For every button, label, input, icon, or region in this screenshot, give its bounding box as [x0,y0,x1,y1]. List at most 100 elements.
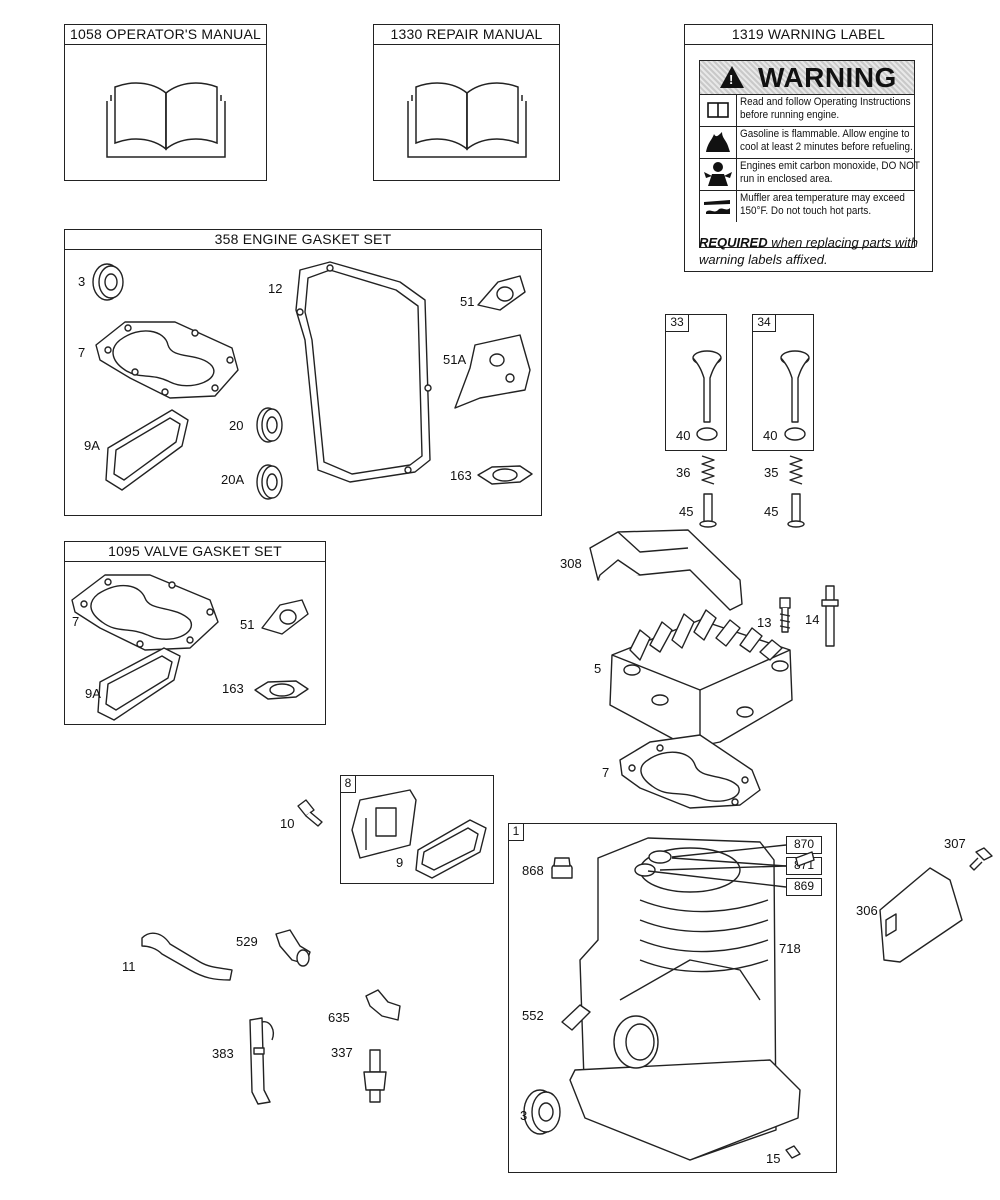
warning-label-title: 1319 WARNING LABEL [685,25,932,45]
side-plate-part [879,867,963,963]
warning-row: Engines emit carbon monoxide, DO NOT run… [700,158,920,191]
valve-box-34 [752,314,814,451]
oil-seal-part [523,1089,561,1135]
exhaust-gasket-part [477,465,533,485]
callout-20: 20 [229,418,244,433]
book-icon [407,82,527,158]
valve-part [692,350,722,441]
seal-part [256,464,283,500]
fitting-part [365,989,401,1021]
callout-868: 868 [522,863,544,878]
warning-label-box: 1319 WARNING LABEL ! WARNING Read and fo… [684,24,933,272]
warning-footer: REQUIRED when replacing parts with warni… [699,235,918,267]
seal-part [256,407,283,443]
cylinder-head-part [609,609,793,749]
shield-gasket-part [454,334,531,409]
warning-row: Read and follow Operating Instructions b… [700,94,914,127]
tappet-part [787,493,805,528]
callout-51: 51 [460,294,475,309]
callout-45: 45 [679,504,694,519]
callout-3: 3 [78,274,86,289]
screw-part [297,799,323,827]
spring-part [789,455,803,485]
elbow-part [275,929,311,967]
tag-870: 870 [786,836,822,854]
callout-308: 308 [560,556,582,571]
tappet-part [699,493,717,528]
callout-11: 11 [122,959,136,974]
book-icon [700,94,737,126]
callout-40: 40 [763,428,778,443]
warning-row-text: Muffler area temperature may exceed 150°… [740,192,905,217]
callout-40: 40 [676,428,691,443]
fumes-icon [700,158,737,190]
engine-gasket-set-title: 358 ENGINE GASKET SET [65,230,541,250]
callout-20a: 20A [221,472,245,487]
hot-muffler-icon [700,190,737,222]
callout-51: 51 [240,617,255,632]
screw-part [969,847,993,871]
dipstick-tube-part [141,932,233,981]
small-gasket-part [261,599,309,635]
spring-part [701,455,715,485]
callout-45: 45 [764,504,779,519]
callout-35: 35 [764,465,779,480]
callout-5: 5 [594,661,602,676]
head-gasket-part [71,574,219,651]
flame-icon [700,126,737,158]
callout-635: 635 [328,1010,350,1025]
bolt-part [779,597,791,633]
callout-552: 552 [522,1008,544,1023]
spark-plug-part [363,1049,387,1103]
pin-part [795,851,815,867]
callout-15: 15 [766,1151,781,1166]
warning-panel: ! WARNING Read and follow Operating Inst… [699,60,920,248]
breather-gasket-part [415,819,487,879]
tag-34: 34 [752,314,776,332]
callout-12: 12 [268,281,283,296]
breather-gasket-part [105,409,189,491]
callout-7: 7 [78,345,86,360]
exhaust-gasket-part [254,680,309,700]
callout-529: 529 [236,934,258,949]
callout-36: 36 [676,465,691,480]
valve-gasket-set-title: 1095 VALVE GASKET SET [65,542,325,562]
stud-part [821,585,839,647]
callout-10: 10 [280,816,295,831]
callout-7: 7 [72,614,80,629]
tag-1: 1 [508,823,524,841]
small-gasket-part [477,275,526,311]
repair-manual-title: 1330 REPAIR MANUAL [374,25,559,45]
callout-306: 306 [856,903,878,918]
callout-9a: 9A [85,686,101,701]
callout-13: 13 [757,615,772,630]
callout-383: 383 [212,1046,234,1061]
plug-part [785,1145,801,1159]
operators-manual-title: 1058 OPERATOR'S MANUAL [65,25,266,45]
tube-part [561,1004,591,1031]
breather-gasket-part [97,647,181,721]
plug-part [551,857,573,879]
warning-header: ! WARNING [700,61,914,95]
callout-9: 9 [396,855,404,870]
oil-seal-part [92,263,124,301]
callout-307: 307 [944,836,966,851]
cylinder-block-part [569,837,801,1161]
warning-row: Muffler area temperature may exceed 150°… [700,190,914,222]
tag-8: 8 [340,775,356,793]
callout-51a: 51A [443,352,467,367]
head-gasket-part [95,321,239,399]
tag-869: 869 [786,878,822,896]
callout-9a: 9A [84,438,100,453]
breather-cover-part [351,789,417,859]
valve-part [780,350,810,441]
valve-box-33 [665,314,727,451]
warning-row: Gasoline is flammable. Allow engine to c… [700,126,914,159]
book-icon [106,82,226,158]
callout-163: 163 [450,468,472,483]
repair-manual-box: 1330 REPAIR MANUAL [373,24,560,181]
callout-7: 7 [602,765,610,780]
warning-row-text: Gasoline is flammable. Allow engine to c… [740,128,913,153]
callout-163: 163 [222,681,244,696]
